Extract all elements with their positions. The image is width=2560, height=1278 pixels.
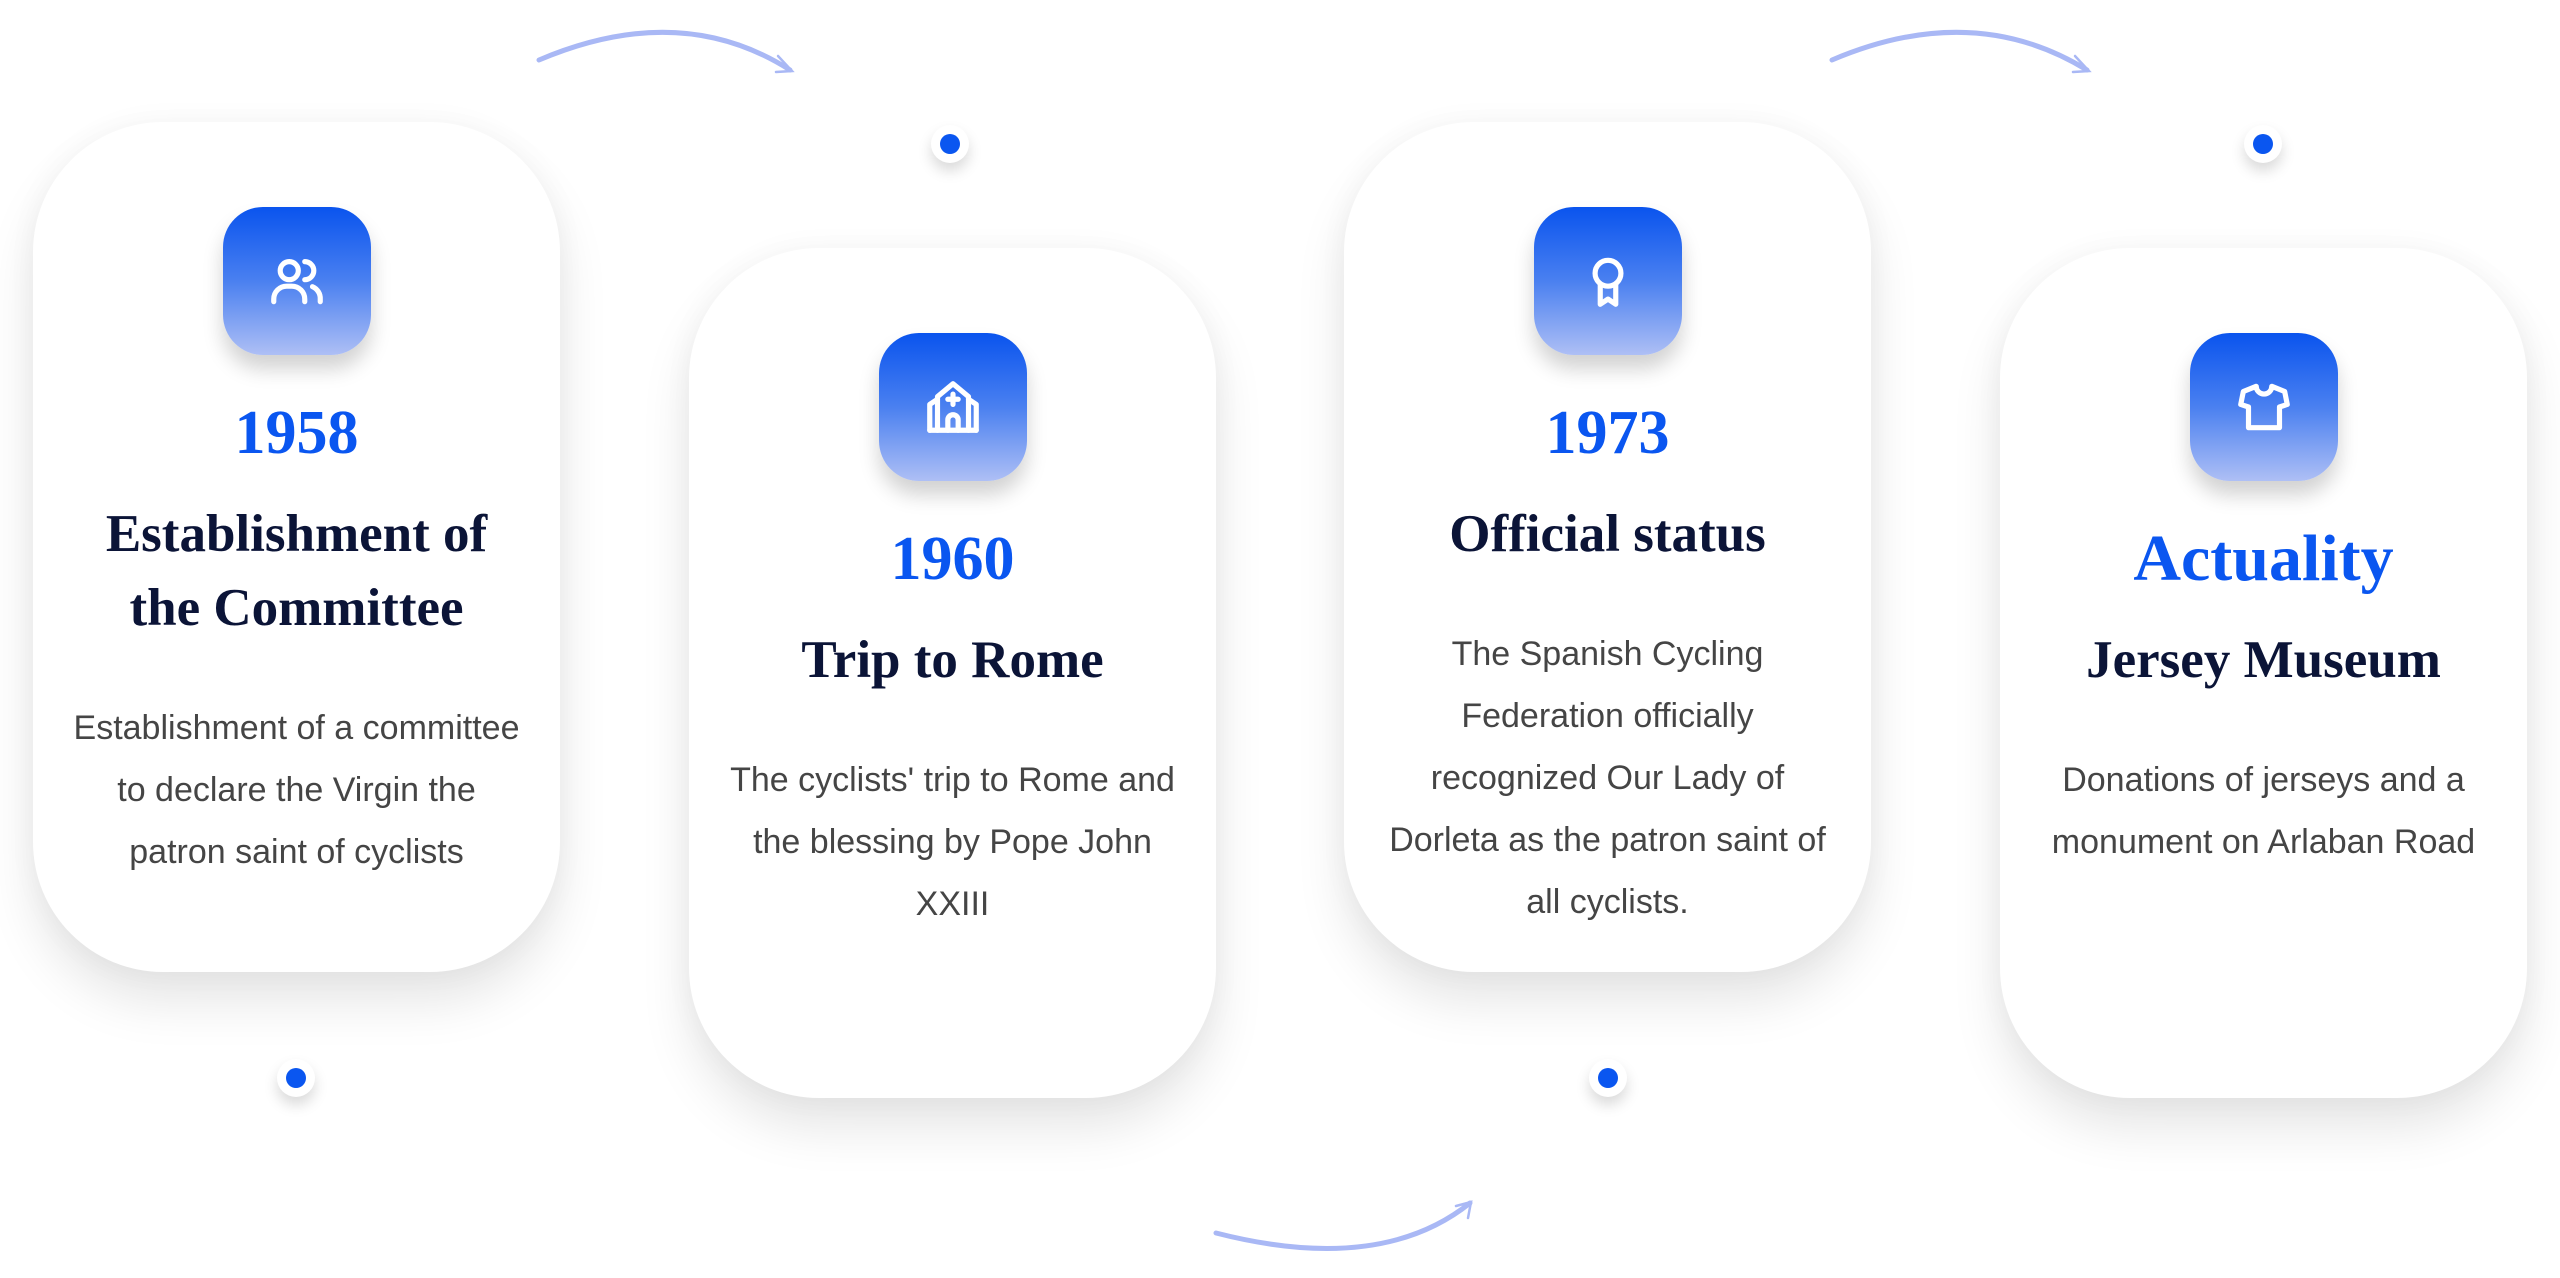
timeline-card-actuality: Actuality Jersey Museum Donations of jer… [2000, 248, 2527, 1098]
card-title: Jersey Museum [2086, 631, 2441, 689]
card-description: The cyclists' trip to Rome and the bless… [730, 761, 1175, 923]
year: 1973 [1545, 399, 1670, 467]
card-title: Trip to Rome [801, 631, 1104, 689]
arrow-2-to-3 [1213, 1200, 1473, 1251]
year: 1960 [890, 525, 1015, 593]
timeline-dot-1 [277, 1059, 315, 1097]
timeline-dot-3 [1589, 1059, 1627, 1097]
arrow-1-to-2-head [774, 54, 795, 74]
card-title: Official status [1449, 505, 1766, 563]
arrow-3-to-4-head [2071, 54, 2092, 74]
arrow-2-to-3-head [1454, 1200, 1473, 1220]
arrow-1-to-2 [536, 29, 793, 73]
users-icon [222, 207, 371, 355]
shirt-icon [2189, 333, 2338, 481]
timeline-card-1973: 1973 Official status The Spanish Cycling… [1344, 122, 1871, 972]
timeline-card-1958: 1958 Establishment of the Committee Esta… [33, 122, 560, 972]
year: 1958 [234, 399, 359, 467]
year: Actuality [2133, 522, 2394, 595]
card-title: Establishment of the Committee [105, 505, 488, 637]
award-icon [1533, 207, 1682, 355]
church-icon [878, 333, 1027, 481]
card-description: The Spanish Cycling Federation officiall… [1389, 635, 1826, 921]
card-description: Establishment of a committee to declare … [73, 709, 520, 871]
timeline-card-1960: 1960 Trip to Rome The cyclists' trip to … [689, 248, 1216, 1098]
arrow-3-to-4 [1829, 29, 2090, 73]
card-description: Donations of jerseys and a monument on A… [2051, 761, 2476, 861]
timeline-dot-2 [931, 125, 969, 163]
timeline-dot-4 [2244, 125, 2282, 163]
